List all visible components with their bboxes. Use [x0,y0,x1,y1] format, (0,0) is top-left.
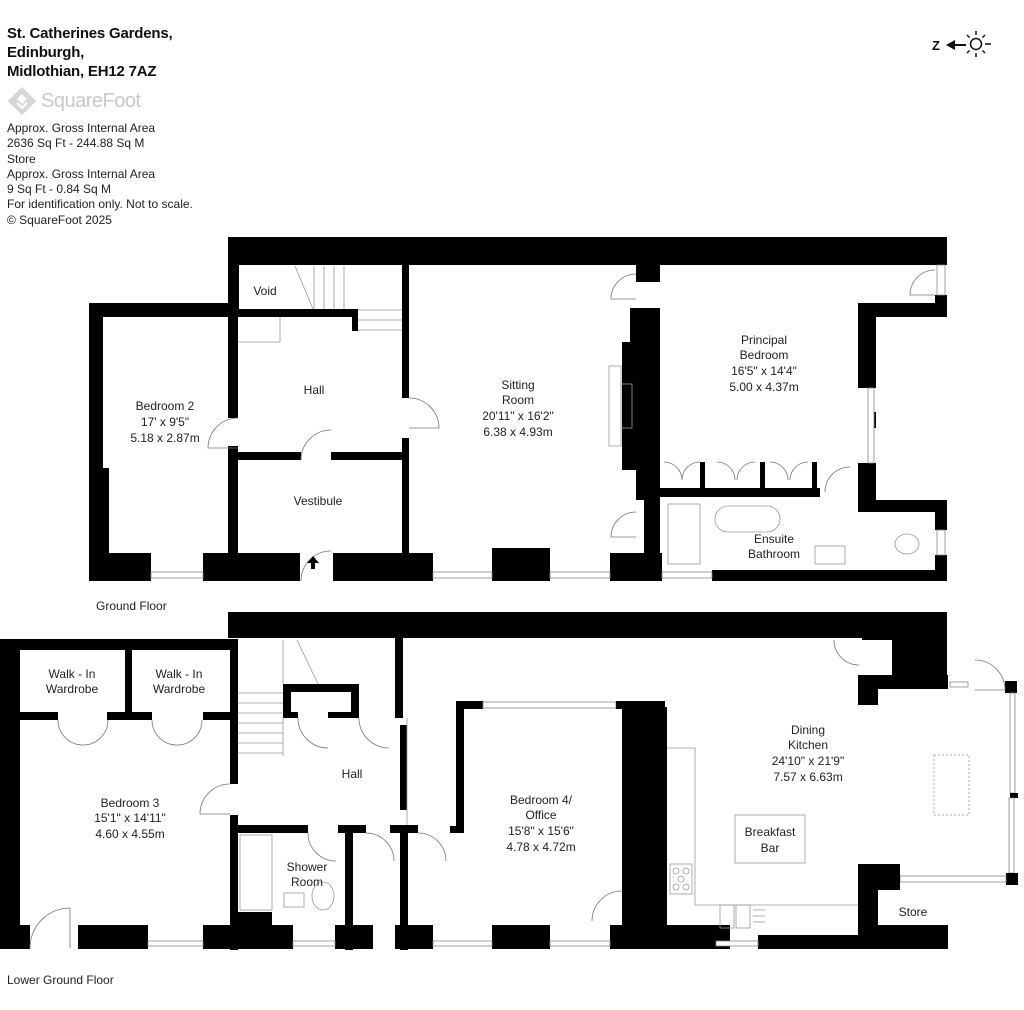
room-principal-bedroom: Principal Bedroom 16'5" x 14'4" 5.00 x 4… [729,333,798,394]
room-size-metric: 5.00 x 4.37m [729,380,798,394]
room-size-metric: 4.60 x 4.55m [95,827,164,841]
room-size-imperial: 20'11" x 16'2" [482,409,554,423]
room-name: Room [291,875,323,889]
floor-label-ground: Ground Floor [96,599,167,613]
info-line: Approx. Gross Internal Area [7,121,156,135]
room-size-imperial: 17' x 9'5" [141,415,189,429]
fixture-name: Breakfast [745,825,796,839]
room-name: Bedroom 3 [101,796,160,810]
info-line: Store [7,151,36,166]
room-name: Bathroom [748,547,800,561]
address-line-2: Edinburgh, [7,44,85,61]
room-vestibule: Vestibule [294,494,343,508]
fixture-name: Bar [761,841,780,855]
room-size-metric: 6.38 x 4.93m [483,425,552,439]
lower-ground-floor: Walk - In Wardrobe Walk - In Wardrobe Be… [0,612,1018,987]
info-line: Approx. Gross Internal Area [7,166,156,181]
room-name: Bedroom 4/ [510,793,573,807]
brand-logo: SquareFoot [7,86,193,116]
address-line-3: Midlothian, EH12 7AZ [7,63,157,80]
compass: Z [930,26,1000,66]
entrance-arrow-icon [307,556,319,569]
room-hall-ground: Hall [304,383,325,397]
room-size-imperial: 16'5" x 14'4" [731,364,797,378]
address-line-1: St. Catherines Gardens, [7,25,173,42]
info-line: 2636 Sq Ft - 244.88 Sq M [7,136,145,151]
sun-icon [966,31,991,57]
room-name: Dining [791,723,825,737]
room-walk-in-wardrobe-2: Walk - In Wardrobe [153,667,206,696]
room-name: Ensuite [754,532,794,546]
room-size-metric: 5.18 x 2.87m [130,431,199,445]
room-size-imperial: 15'8" x 15'6" [508,824,574,838]
room-name: Sitting [501,378,534,392]
room-bedroom-4-office: Bedroom 4/ Office 15'8" x 15'6" 4.78 x 4… [506,793,575,854]
room-size-metric: 4.78 x 4.72m [506,840,575,854]
room-name: Room [502,393,534,407]
room-void: Void [253,284,276,298]
room-walk-in-wardrobe-1: Walk - In Wardrobe [46,667,99,696]
room-name: Principal [741,333,787,347]
room-size-imperial: 15'1" x 14'11" [94,811,166,825]
info-line: 9 Sq Ft - 0.84 Sq M [7,182,112,197]
ground-floor: Void Hall Bedroom 2 17' x 9'5" 5.18 x 2.… [89,237,947,613]
info-line: © SquareFoot 2025 [7,212,112,227]
squarefoot-logo-icon [7,86,37,116]
room-hall-lower: Hall [342,767,363,781]
room-name: Walk - In [49,667,96,681]
north-arrow-icon [946,40,966,50]
room-bedroom-2: Bedroom 2 17' x 9'5" 5.18 x 2.87m [130,399,199,445]
info-line: For identification only. Not to scale. [7,197,193,212]
brand-name: SquareFoot [41,89,141,112]
room-name: Shower [287,860,328,874]
room-size-metric: 7.57 x 6.63m [773,770,842,784]
room-sitting-room: Sitting Room 20'11" x 16'2" 6.38 x 4.93m [482,378,554,439]
room-name: Bedroom 2 [136,399,195,413]
floor-label-lower-ground: Lower Ground Floor [7,973,114,987]
room-name: Wardrobe [153,682,206,696]
room-ensuite-bathroom: Ensuite Bathroom [748,532,800,561]
room-name: Wardrobe [46,682,99,696]
compass-letter: Z [932,38,940,53]
room-name: Bedroom [740,348,789,362]
area-info: Approx. Gross Internal Area 2636 Sq Ft -… [7,121,193,228]
room-name: Office [525,808,556,822]
property-header: St. Catherines Gardens, Edinburgh, Midlo… [7,24,193,228]
breakfast-bar: Breakfast Bar [745,825,796,855]
room-size-imperial: 24'10" x 21'9" [772,754,845,768]
room-dining-kitchen: Dining Kitchen 24'10" x 21'9" 7.57 x 6.6… [772,723,845,784]
room-shower-room: Shower Room [287,860,328,889]
room-name: Walk - In [156,667,203,681]
room-name: Kitchen [788,738,828,752]
room-store: Store [899,905,928,919]
room-bedroom-3: Bedroom 3 15'1" x 14'11" 4.60 x 4.55m [94,796,166,841]
